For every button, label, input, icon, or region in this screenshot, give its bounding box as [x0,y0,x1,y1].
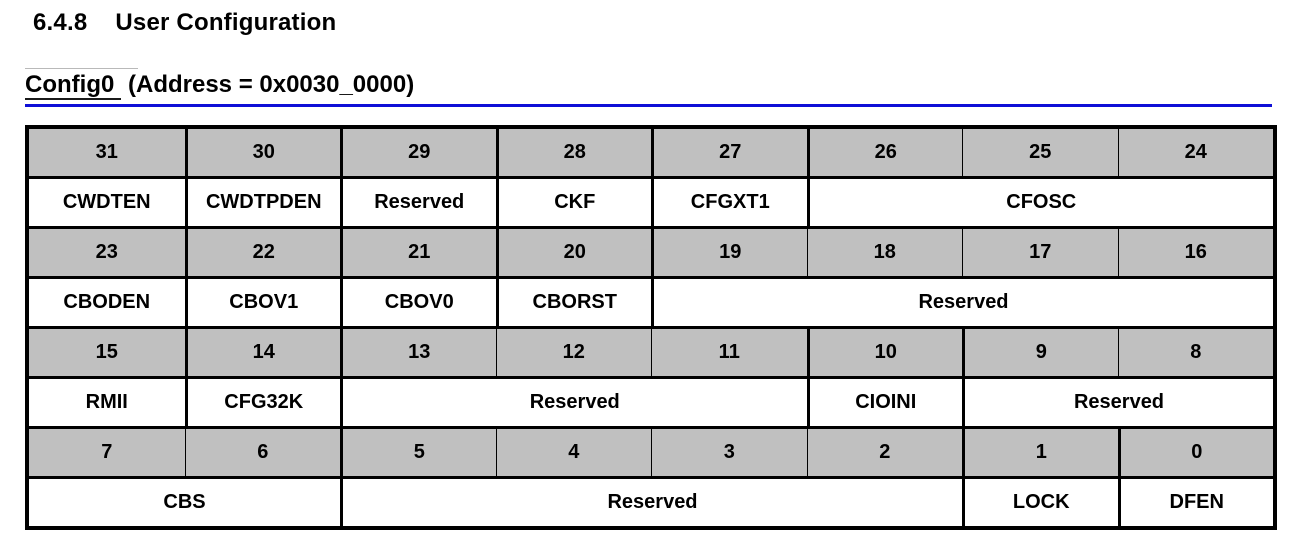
bit-number-cell: 12 [495,329,651,376]
config-overline-rule [25,68,138,69]
bit-number-cell: 30 [184,129,340,176]
bit-number-cell: 11 [651,329,807,376]
bit-number-cell: 25 [962,129,1118,176]
bit-field-cell: Reserved [340,379,807,426]
bit-number-cell: 17 [962,229,1118,276]
bit-field-cell: Reserved [962,379,1273,426]
bit-number-cell: 18 [806,229,962,276]
bit-field-cell: CBOV1 [184,279,340,326]
bit-number-cell: 13 [340,329,496,376]
bit-number-cell: 1 [962,429,1118,476]
bit-number-cell: 10 [806,329,962,376]
bit-number-cell: 31 [29,129,185,176]
bit-number-cell: 24 [1117,129,1273,176]
bit-field-cell: CFOSC [806,179,1273,226]
bit-field-cell: LOCK [962,479,1118,526]
bit-number-cell: 21 [340,229,496,276]
bit-number-cell: 28 [495,129,651,176]
register-heading: Config0 (Address = 0x0030_0000) [25,68,1272,107]
bit-field-cell: Reserved [651,279,1273,326]
bit-field-cell: CBODEN [29,279,185,326]
bit-number-cell: 26 [806,129,962,176]
bit-field-cell: CWDTPDEN [184,179,340,226]
bit-number-cell: 3 [651,429,807,476]
register-name: Config0 [25,71,122,100]
bit-field-cell: Reserved [340,179,496,226]
bit-number-cell: 7 [29,429,185,476]
bit-number-cell: 6 [184,429,340,476]
bit-number-cell: 19 [651,229,807,276]
bit-field-cell: CFG32K [184,379,340,426]
bit-field-cell: CKF [495,179,651,226]
bit-number-cell: 20 [495,229,651,276]
bit-field-cell: DFEN [1117,479,1273,526]
bit-number-cell: 16 [1117,229,1273,276]
bit-field-cell: CBORST [495,279,651,326]
bit-number-cell: 8 [1117,329,1273,376]
bit-number-cell: 4 [495,429,651,476]
bit-field-cell: CBOV0 [340,279,496,326]
bit-field-cell: CIOINI [806,379,962,426]
register-address: (Address = 0x0030_0000) [121,71,415,98]
section-heading: 6.4.8 User Configuration [33,9,336,37]
bit-number-cell: 22 [184,229,340,276]
bit-number-cell: 15 [29,329,185,376]
bit-number-cell: 2 [806,429,962,476]
bit-field-cell: CFGXT1 [651,179,807,226]
bit-number-cell: 9 [962,329,1118,376]
bit-number-cell: 27 [651,129,807,176]
bit-number-cell: 29 [340,129,496,176]
bit-number-cell: 5 [340,429,496,476]
bit-field-cell: CWDTEN [29,179,185,226]
bit-field-cell: Reserved [340,479,962,526]
bit-field-cell: CBS [29,479,340,526]
bit-field-cell: RMII [29,379,185,426]
section-number: 6.4.8 [33,9,88,36]
section-title: User Configuration [115,9,337,36]
bit-number-cell: 14 [184,329,340,376]
bit-number-cell: 0 [1117,429,1273,476]
bit-number-cell: 23 [29,229,185,276]
